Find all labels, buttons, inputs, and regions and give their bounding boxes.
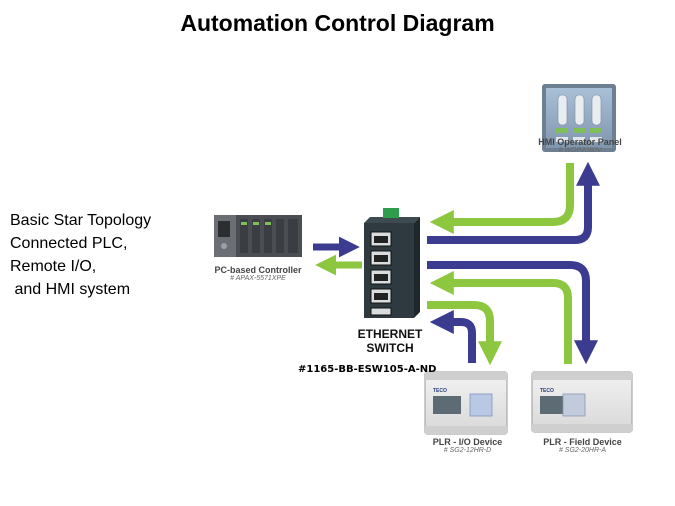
hmi-label: HMI Operator Panel [538,137,622,147]
page-title: Automation Control Diagram [180,10,495,36]
pc-controller-label: PC-based Controller [214,265,302,275]
arrow-switch-to-plr-field [427,261,598,365]
plr-io-part-number: # SG2-12HR-D [443,447,492,454]
plr-field-caption: PLR - Field Device # SG2-20HR-A [530,437,635,454]
ethernet-switch-part-number: #1165-BB-ESW105-A-ND [298,364,437,375]
plr-io-caption: PLR - I/O Device # SG2-12HR-D [420,437,515,454]
arrow-switch-to-hmi [427,161,600,244]
pc-controller-part-number: # APAX-5571XPE [230,275,286,282]
arrow-plr-io-to-switch [429,310,476,363]
hmi-caption: HMI Operator Panel # WOP2080V [530,137,630,154]
plr-io-device-image: TECO [424,371,508,435]
plr-field-device-image: TECO [531,371,633,433]
pc-controller-image [214,215,302,257]
hmi-part-number: # WOP2080V [558,147,602,154]
plr-field-label: PLR - Field Device [543,437,622,447]
arrow-switch-to-plr-io [427,301,502,366]
plr-field-part-number: # SG2-20HR-A [558,447,607,454]
ethernet-switch-label: ETHERNET SWITCH [357,327,423,355]
plr-field-brand: TECO [540,388,554,394]
plr-io-label: PLR - I/O Device [432,437,503,447]
arrow-hmi-to-switch [429,163,574,234]
arrow-plr-field-to-switch [429,271,572,364]
pc-controller-caption: PC-based Controller # APAX-5571XPE [208,265,308,282]
ethernet-switch-image [364,208,420,318]
plr-io-brand: TECO [433,388,447,394]
topology-description: Basic Star Topology Connected PLC, Remot… [10,212,152,298]
hmi-panel-image [542,84,616,152]
